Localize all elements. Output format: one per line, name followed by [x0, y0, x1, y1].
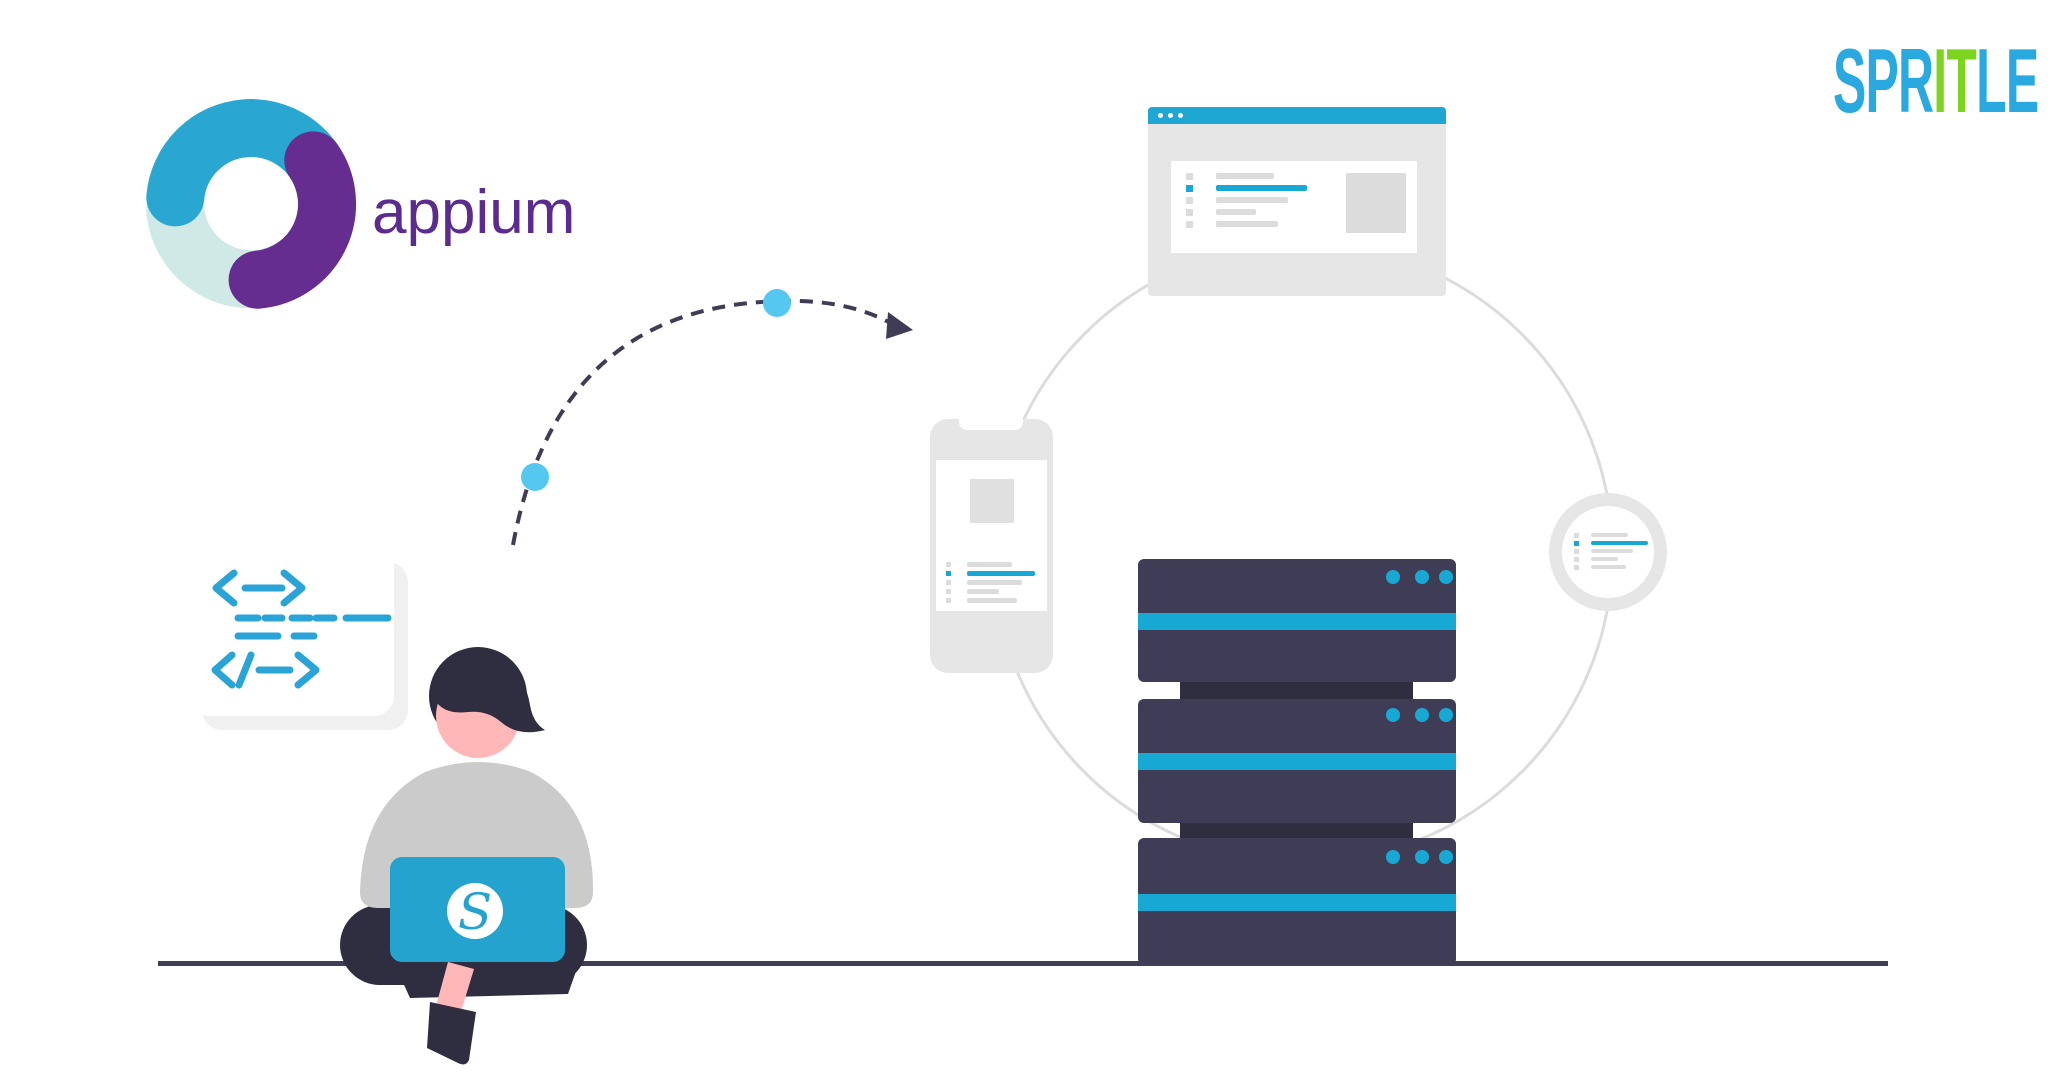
- server-stripe: [1138, 613, 1456, 630]
- server-led-icon: [1439, 850, 1453, 864]
- browser-window: [1148, 107, 1446, 296]
- spritle-logo: SPRITLE: [1833, 28, 2039, 133]
- placeholder-bullet: [946, 598, 951, 603]
- placeholder-line: [1216, 209, 1256, 215]
- phone-placeholder-list: [946, 562, 1035, 603]
- placeholder-bullet: [1186, 172, 1193, 180]
- image-placeholder: [1346, 173, 1406, 233]
- phone-screen: [936, 460, 1047, 611]
- developer-illustration: S: [340, 647, 594, 1065]
- server-led-icon: [1415, 708, 1429, 722]
- placeholder-row: [1186, 184, 1307, 192]
- placeholder-row: [946, 562, 1035, 567]
- placeholder-line: [1216, 185, 1307, 191]
- placeholder-row: [1574, 556, 1648, 562]
- placeholder-line: [1591, 549, 1633, 553]
- laptop-logo-badge: [447, 883, 503, 939]
- server-led-icon: [1415, 850, 1429, 864]
- placeholder-bullet: [1574, 548, 1579, 554]
- placeholder-row: [946, 571, 1035, 576]
- dashed-arc-path: [511, 298, 893, 546]
- server-led-icon: [1386, 570, 1400, 584]
- placeholder-bullet: [1186, 208, 1193, 216]
- phone-notch: [959, 419, 1023, 430]
- placeholder-row: [1186, 172, 1307, 180]
- placeholder-bullet: [1574, 540, 1579, 546]
- path-dot: [521, 463, 549, 491]
- placeholder-bullet: [1186, 184, 1193, 192]
- placeholder-line: [1216, 197, 1288, 203]
- window-dot-icon: [1178, 113, 1183, 118]
- spritle-segment: LE: [1976, 29, 2039, 132]
- server-led-icon: [1439, 708, 1453, 722]
- placeholder-row: [1574, 548, 1648, 554]
- spritle-segment: IT: [1933, 29, 1977, 132]
- placeholder-bullet: [946, 589, 951, 594]
- placeholder-line: [967, 571, 1035, 576]
- dashed-arrow: [511, 289, 913, 546]
- placeholder-line: [1591, 557, 1618, 561]
- browser-placeholder-list: [1186, 172, 1307, 228]
- placeholder-line: [967, 598, 1017, 603]
- placeholder-row: [1186, 208, 1307, 216]
- server-led-icon: [1386, 708, 1400, 722]
- placeholder-bullet: [946, 571, 951, 576]
- arrowhead-icon: [886, 312, 913, 339]
- appium-logo-icon: [146, 99, 356, 309]
- appium-wordmark: appium: [372, 178, 576, 247]
- ground-line: [158, 961, 1888, 966]
- placeholder-row: [1574, 540, 1648, 546]
- code-icon: [211, 569, 392, 689]
- ring-placeholder-list: [1574, 532, 1648, 570]
- placeholder-line: [1216, 221, 1278, 227]
- placeholder-row: [946, 580, 1035, 585]
- ring-document-inner: [1562, 506, 1654, 598]
- window-dot-icon: [1158, 113, 1163, 118]
- shin: [395, 960, 580, 998]
- shoe: [427, 1002, 476, 1065]
- appium-swirl-purple: [228, 131, 356, 309]
- laptop-logo-letter: S: [458, 883, 492, 941]
- hair-front: [435, 662, 545, 733]
- placeholder-bullet: [946, 562, 951, 567]
- server-led-icon: [1439, 570, 1453, 584]
- placeholder-bullet: [1574, 556, 1579, 562]
- spritle-segment: SPR: [1833, 29, 1934, 132]
- server-stripe: [1138, 894, 1456, 911]
- browser-titlebar: [1148, 107, 1446, 124]
- placeholder-row: [946, 589, 1035, 594]
- window-dot-icon: [1168, 113, 1173, 118]
- placeholder-bullet: [1574, 564, 1579, 570]
- server-unit: [1138, 559, 1456, 682]
- placeholder-row: [1186, 220, 1307, 228]
- placeholder-bullet: [946, 580, 951, 585]
- image-placeholder: [970, 479, 1014, 523]
- placeholder-line: [1591, 533, 1628, 537]
- placeholder-line: [967, 589, 999, 594]
- placeholder-row: [1574, 564, 1648, 570]
- server-led-icon: [1386, 850, 1400, 864]
- server-stripe: [1138, 753, 1456, 770]
- placeholder-line: [1591, 541, 1648, 545]
- placeholder-row: [1186, 196, 1307, 204]
- server-led-icon: [1415, 570, 1429, 584]
- ankle: [436, 962, 474, 1015]
- ring-document-icon: [1549, 493, 1667, 611]
- server-rack: [1138, 559, 1456, 965]
- placeholder-row: [946, 598, 1035, 603]
- placeholder-row: [1574, 532, 1648, 538]
- placeholder-bullet: [1186, 220, 1193, 228]
- placeholder-bullet: [1574, 532, 1579, 538]
- browser-content-panel: [1171, 161, 1417, 253]
- placeholder-line: [967, 580, 1022, 585]
- phone-mockup: [930, 419, 1053, 673]
- placeholder-bullet: [1186, 196, 1193, 204]
- placeholder-line: [1591, 565, 1626, 569]
- path-dot: [763, 289, 791, 317]
- server-unit: [1138, 838, 1456, 965]
- server-unit: [1138, 699, 1456, 823]
- placeholder-line: [1216, 173, 1274, 179]
- code-snippet-bubble: [188, 548, 394, 716]
- placeholder-line: [967, 562, 1012, 567]
